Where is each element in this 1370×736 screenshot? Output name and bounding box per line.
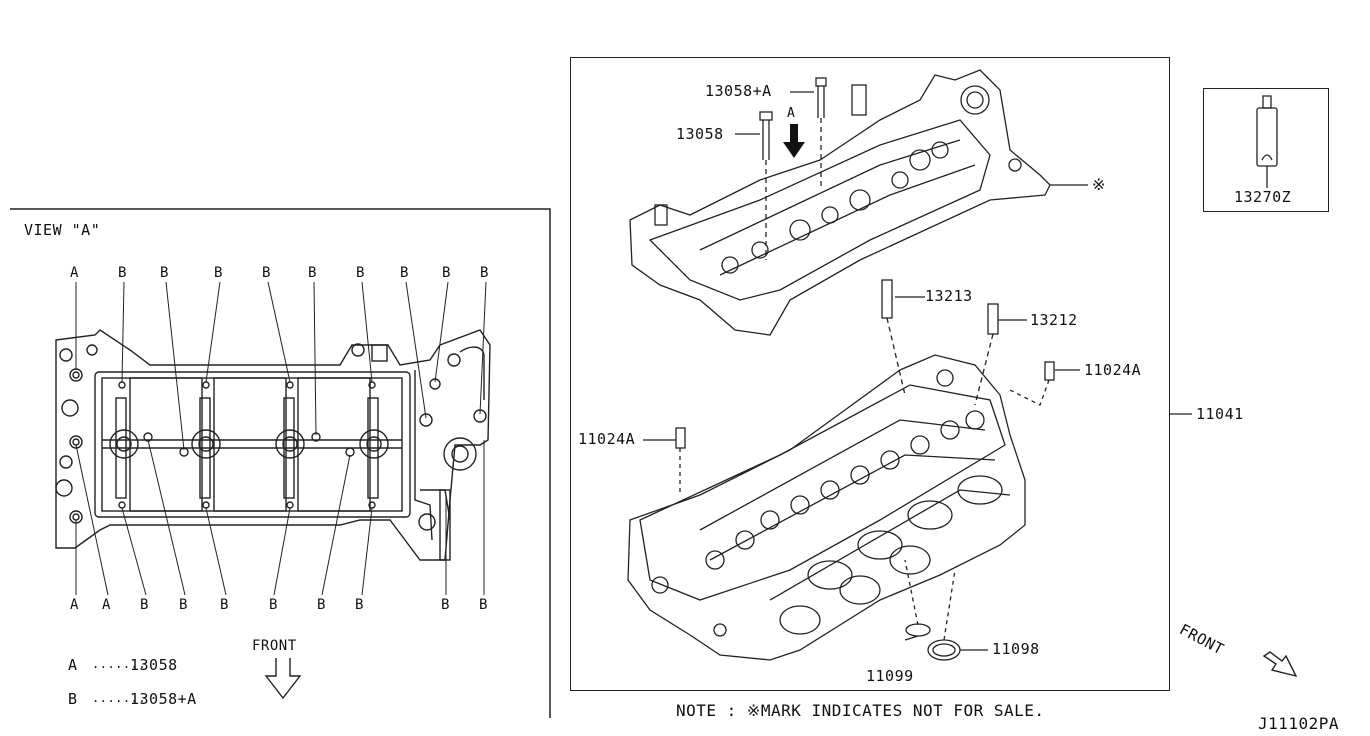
callout-top-1: A xyxy=(70,265,79,281)
legend-dots-a: ....... xyxy=(92,657,147,671)
callout-bottom-6: B xyxy=(269,597,278,613)
label-11024a-left: 11024A xyxy=(578,430,636,448)
callout-bottom-3: B xyxy=(140,597,149,613)
label-13058: 13058 xyxy=(676,125,724,143)
callout-top-9: B xyxy=(442,265,451,281)
callout-bottom-5: B xyxy=(220,597,229,613)
legend-key-b: B xyxy=(68,690,78,708)
callout-top-6: B xyxy=(308,265,317,281)
label-13212: 13212 xyxy=(1030,311,1078,329)
label-11098: 11098 xyxy=(992,640,1040,658)
inset-frame xyxy=(1203,88,1329,212)
legend-part-b: 13058+A xyxy=(130,690,197,708)
not-for-sale-mark: ※ xyxy=(1092,175,1106,194)
callout-bottom-4: B xyxy=(179,597,188,613)
view-a-front-label: FRONT xyxy=(252,638,297,654)
note-text: NOTE : ※MARK INDICATES NOT FOR SALE. xyxy=(676,701,1045,720)
legend-part-a: 13058 xyxy=(130,656,178,674)
callout-top-5: B xyxy=(262,265,271,281)
callout-bottom-7: B xyxy=(317,597,326,613)
label-arrow-a: A xyxy=(787,106,796,121)
callout-top-7: B xyxy=(356,265,365,281)
inset-part-label: 13270Z xyxy=(1234,188,1292,206)
callout-top-3: B xyxy=(160,265,169,281)
callout-bottom-8: B xyxy=(355,597,364,613)
main-parts-frame xyxy=(570,57,1170,691)
callout-top-2: B xyxy=(118,265,127,281)
legend-key-a: A xyxy=(68,656,78,674)
callout-top-4: B xyxy=(214,265,223,281)
view-a-title: VIEW "A" xyxy=(24,221,101,239)
label-11024a-right: 11024A xyxy=(1084,361,1142,379)
callout-bottom-1: A xyxy=(70,597,79,613)
callout-top-10: B xyxy=(480,265,489,281)
callout-bottom-10: B xyxy=(479,597,488,613)
label-13213: 13213 xyxy=(925,287,973,305)
legend-dots-b: ....... xyxy=(92,691,147,705)
callout-top-8: B xyxy=(400,265,409,281)
callout-bottom-2: A xyxy=(102,597,111,613)
label-11041: 11041 xyxy=(1196,405,1244,423)
callout-bottom-9: B xyxy=(441,597,450,613)
diagram-code: J11102PA xyxy=(1258,714,1340,733)
label-11099: 11099 xyxy=(866,667,914,685)
label-13058-a: 13058+A xyxy=(705,82,772,100)
